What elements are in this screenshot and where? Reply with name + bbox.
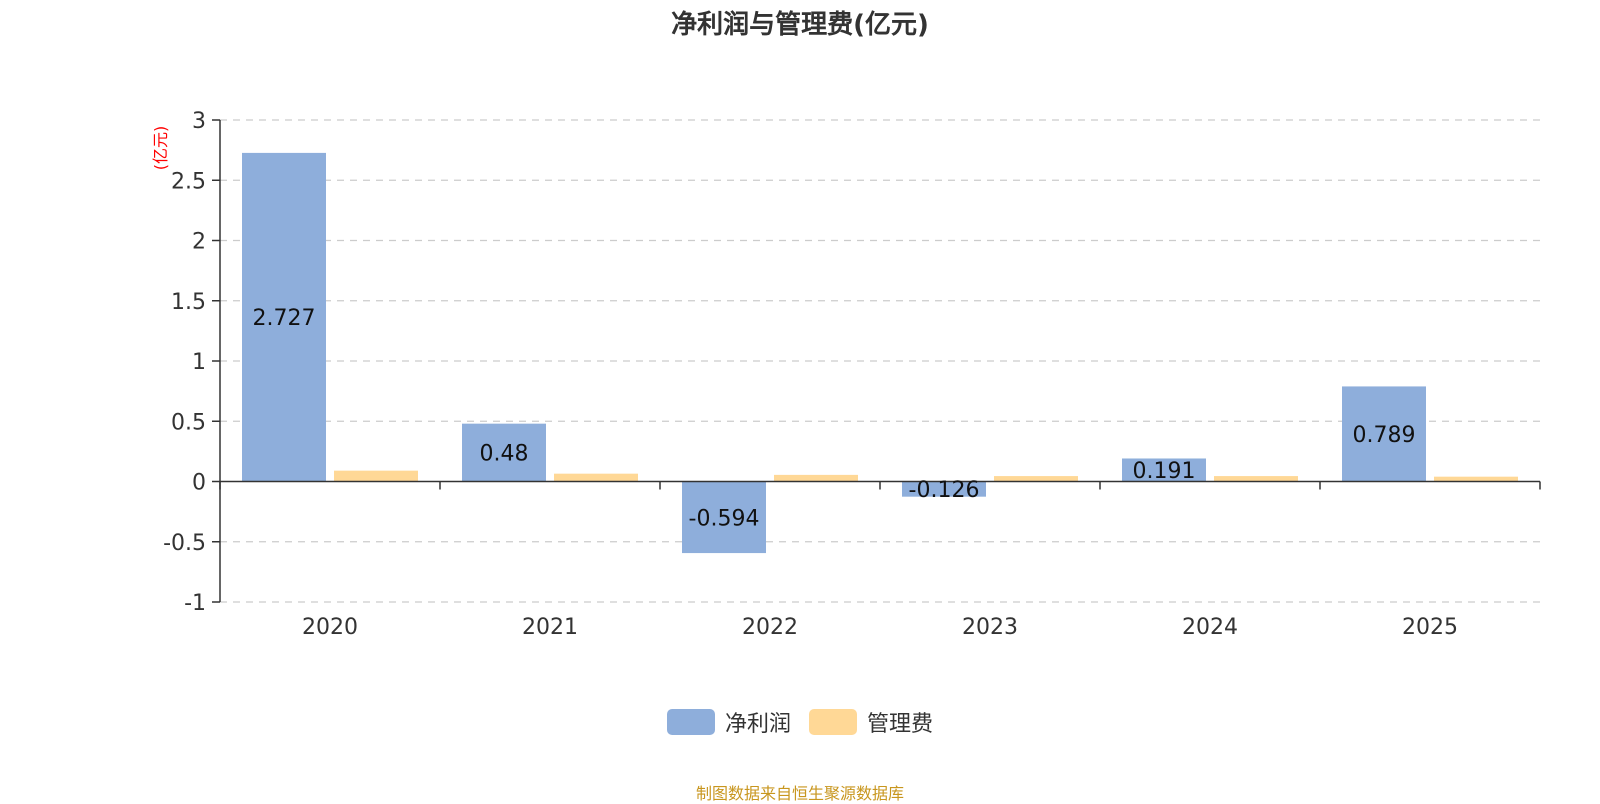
bar-net-profit-2025 — [1342, 386, 1426, 482]
chart-title: 净利润与管理费(亿元) — [671, 10, 929, 40]
x-tick-label: 2020 — [302, 615, 358, 640]
bar-admin-fee-2024 — [1214, 476, 1298, 482]
bar-admin-fee-2023 — [994, 476, 1078, 482]
bar-net-profit-2020 — [242, 152, 326, 482]
y-tick-label: -0.5 — [163, 531, 206, 556]
data-label: 0.789 — [1353, 423, 1416, 448]
legend-swatch-admin-fee — [809, 709, 857, 735]
bar-net-profit-2021 — [462, 423, 546, 482]
legend: 净利润 管理费 — [0, 706, 1600, 738]
bars — [242, 152, 1518, 554]
legend-label-admin-fee: 管理费 — [867, 712, 934, 737]
y-tick-label: 2.5 — [171, 169, 206, 194]
bar-net-profit-2023 — [902, 481, 986, 497]
data-label: -0.126 — [909, 478, 980, 503]
y-tick-label: 1.5 — [171, 290, 206, 315]
grid-lines — [220, 119, 1540, 603]
data-label: 0.191 — [1133, 459, 1196, 484]
bar-net-profit-2024 — [1122, 458, 1206, 482]
bar-admin-fee-2021 — [554, 473, 638, 482]
data-source-note: 制图数据来自恒生聚源数据库 — [695, 784, 904, 803]
y-axis-unit-label: (亿元) — [151, 126, 170, 171]
y-tick-label: 2 — [192, 230, 206, 255]
bar-admin-fee-2022 — [774, 474, 858, 482]
data-label: 2.727 — [253, 306, 316, 331]
x-tick-label: 2025 — [1402, 615, 1458, 640]
data-labels: 2.727 0.48 -0.594 -0.126 0.191 0.789 — [253, 306, 1416, 531]
x-tick-label: 2024 — [1182, 615, 1238, 640]
y-tick-label: 0 — [192, 471, 206, 496]
bar-net-profit-2022 — [682, 481, 766, 554]
data-label: 0.48 — [480, 442, 529, 467]
x-tick-label: 2021 — [522, 615, 578, 640]
x-axis-ticks: 2020 2021 2022 2023 2024 2025 — [219, 481, 1541, 640]
legend-label-net-profit: 净利润 — [724, 712, 791, 737]
y-tick-label: 0.5 — [171, 410, 206, 435]
y-tick-label: 3 — [192, 109, 206, 134]
y-tick-label: 1 — [192, 350, 206, 375]
y-axis-ticks: 3 2.5 2 1.5 1 0.5 0 -0.5 -1 — [163, 109, 220, 616]
bar-admin-fee-2025 — [1434, 476, 1518, 482]
y-tick-label: -1 — [184, 591, 206, 616]
data-label: -0.594 — [689, 506, 760, 531]
legend-swatch-net-profit — [666, 709, 715, 735]
legend-item-admin-fee[interactable]: 管理费 — [809, 706, 933, 738]
legend-item-net-profit[interactable]: 净利润 — [666, 706, 791, 738]
x-tick-label: 2022 — [742, 615, 798, 640]
x-tick-label: 2023 — [962, 615, 1018, 640]
bar-admin-fee-2020 — [334, 470, 418, 482]
